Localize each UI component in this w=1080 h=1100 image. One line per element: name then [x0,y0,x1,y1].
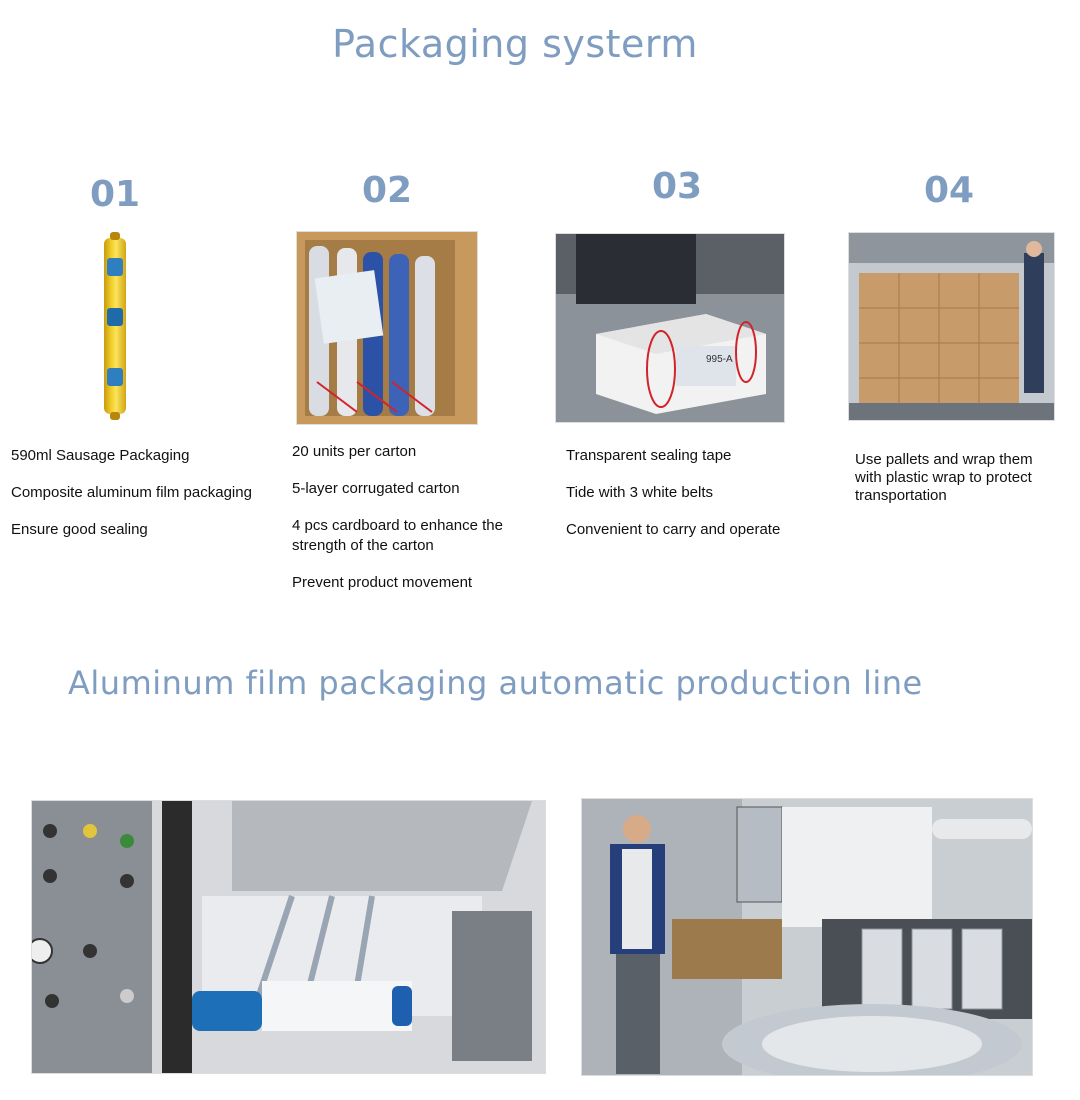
step-1-text: 590ml Sausage Packaging Composite alumin… [11,446,276,557]
step-line: Prevent product movement [292,574,473,591]
step-number: 03 [652,166,703,207]
production-line-photo-2 [581,798,1033,1076]
step-4-text: Use pallets and wrap them with plastic w… [855,451,1055,522]
step-number: 01 [90,174,141,215]
step-line: Use pallets and wrap them with plastic w… [855,451,1033,504]
step-number: 04 [924,170,975,211]
step-3-text: Transparent sealing tape Tide with 3 whi… [566,446,806,557]
step-line: 20 units per carton [292,443,417,460]
pallet-photo [848,232,1055,421]
step-line: Convenient to carry and operate [566,521,781,538]
step-number: 02 [362,170,413,211]
step-line: Ensure good sealing [11,521,148,538]
step-line: 4 pcs cardboard to enhance the strength … [292,517,503,554]
carton-label: 995-A [706,354,733,365]
page-title: Packaging systerm [332,22,698,66]
step-line: 590ml Sausage Packaging [11,447,190,464]
production-line-photo-1 [31,800,546,1074]
step-line: Composite aluminum film packaging [11,484,252,501]
step-2-text: 20 units per carton 5-layer corrugated c… [292,442,542,610]
step-line: 5-layer corrugated carton [292,480,460,497]
section-title: Aluminum film packaging automatic produc… [68,664,923,702]
step-line: Tide with 3 white belts [566,484,714,501]
step-line: Transparent sealing tape [566,447,732,464]
sealed-carton-photo: 995-A [555,233,785,423]
carton-photo [296,231,478,425]
